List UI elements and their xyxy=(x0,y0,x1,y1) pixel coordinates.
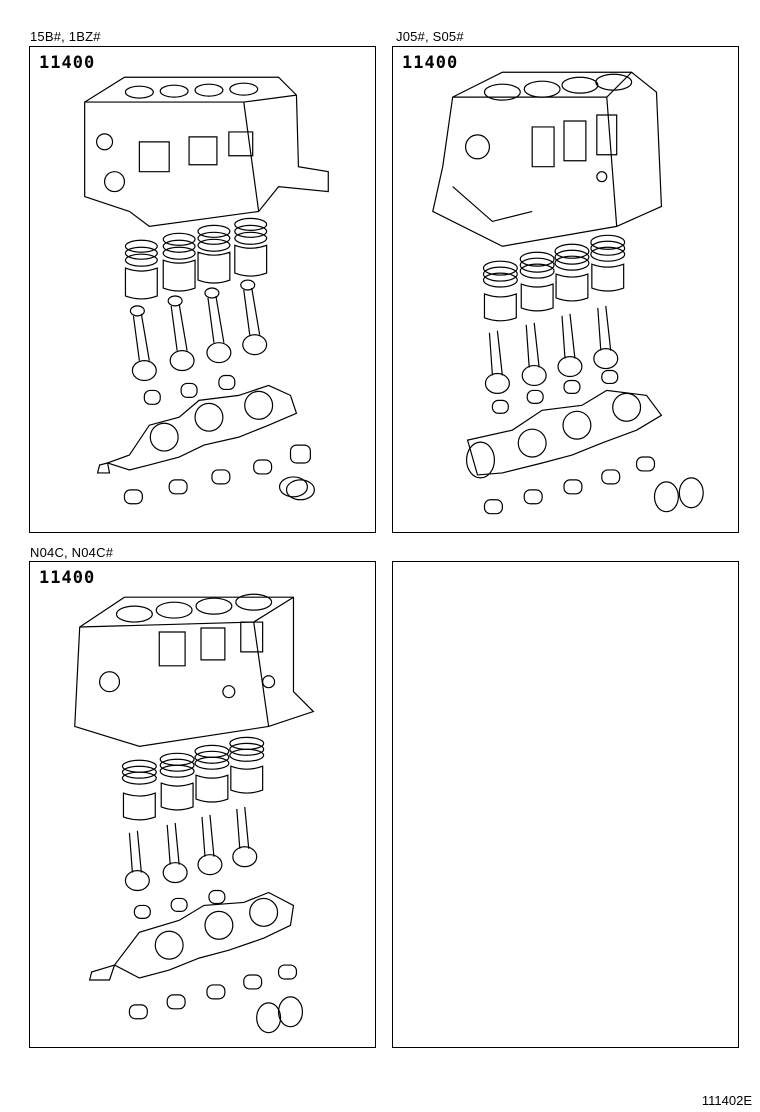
engine-label-3: N04C, N04C# xyxy=(30,545,114,560)
cylinder-block xyxy=(85,77,329,226)
pistons xyxy=(125,245,266,299)
cylinder-block xyxy=(75,597,314,746)
pistons xyxy=(484,264,623,321)
bearing-shells-upper xyxy=(134,891,224,919)
piston-rings xyxy=(122,737,263,784)
connecting-rods xyxy=(485,306,617,393)
bearing-shells-lower xyxy=(124,445,314,504)
pistons xyxy=(123,766,262,820)
piston-rings xyxy=(483,235,624,287)
bearing-shells-upper xyxy=(492,371,617,414)
diagram-panel-1: 11400 xyxy=(29,46,376,533)
figure-id: 111402E xyxy=(701,1093,752,1108)
diagram-panel-2: 11400 xyxy=(392,46,739,533)
diagram-panel-4 xyxy=(392,561,739,1048)
engine-illustration-2 xyxy=(393,47,738,532)
crankshaft xyxy=(468,390,662,475)
cylinder-block xyxy=(433,72,662,246)
bearing-shells-upper xyxy=(144,376,234,405)
engine-illustration-3 xyxy=(30,562,375,1047)
connecting-rods xyxy=(125,807,256,891)
part-number-1[interactable]: 11400 xyxy=(39,53,96,73)
bearing-shells-lower xyxy=(484,457,703,514)
engine-label-1: 15B#, 1BZ# xyxy=(30,29,101,44)
part-number-2[interactable]: 11400 xyxy=(402,53,459,73)
diagram-panel-3: 11400 xyxy=(29,561,376,1048)
crankshaft xyxy=(108,385,297,470)
crankshaft xyxy=(115,892,294,978)
connecting-rods xyxy=(130,280,266,380)
bearing-shells-lower xyxy=(129,965,302,1033)
engine-label-2: J05#, S05# xyxy=(396,29,464,44)
piston-rings xyxy=(125,218,266,266)
engine-illustration-1 xyxy=(30,47,375,532)
part-number-3[interactable]: 11400 xyxy=(39,568,96,588)
